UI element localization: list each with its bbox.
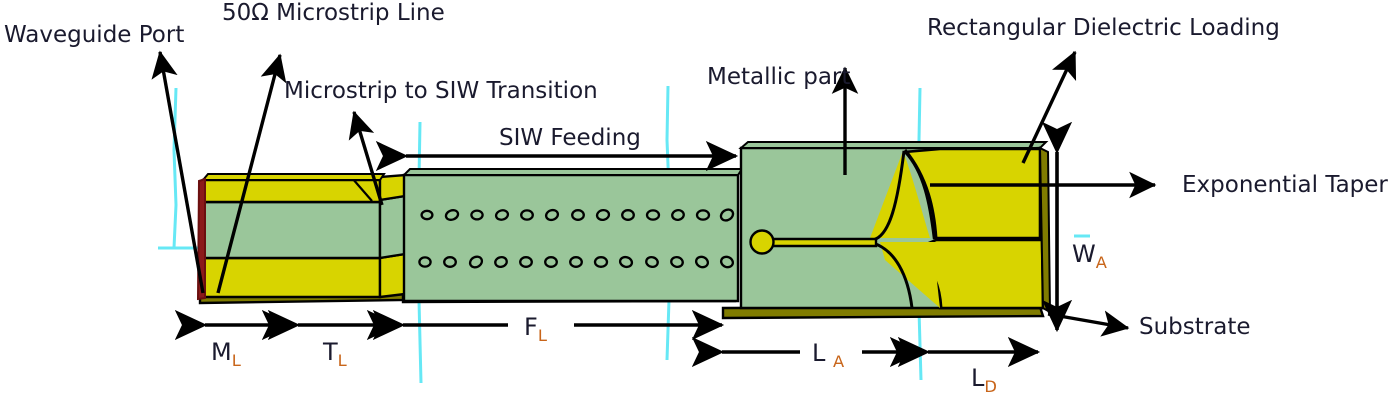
siw-via-holes [418, 208, 735, 269]
callout-label-metallic-part: Metallic part [707, 64, 851, 90]
dim-label-ml: ML [211, 340, 241, 369]
callout-label-rectangular-dielectric: Rectangular Dielectric Loading [927, 15, 1280, 41]
dim-label-fl-base: F [524, 313, 538, 341]
callout-label-substrate: Substrate [1139, 314, 1251, 340]
dim-label-fl-sub: L [537, 325, 547, 345]
callout-label-microstrip-line: 50Ω Microstrip Line [222, 0, 445, 26]
callout-label-microstrip-to-siw: Microstrip to SIW Transition [284, 78, 598, 104]
dim-label-la-sub: A [833, 351, 845, 371]
callout-label-exponential-taper: Exponential Taper [1182, 172, 1388, 198]
dim-label-ld-sub: D [984, 376, 997, 396]
dim-label-wa-sub: A [1095, 252, 1107, 272]
dim-label-tl-base: T [323, 338, 338, 366]
dim-label-tl-sub: L [337, 350, 347, 370]
dim-label-fl: FL [524, 315, 547, 344]
callout-arrows [151, 50, 1157, 337]
arrow-substrate [1047, 310, 1130, 337]
via-row-bottom [418, 255, 735, 269]
siw-feeding-block [401, 168, 744, 303]
callout-label-siw-feeding: SIW Feeding [499, 125, 641, 151]
dim-label-wa: WA [1072, 242, 1107, 271]
dim-label-ml-sub: L [231, 350, 241, 370]
microstrip-transition-block [198, 173, 407, 299]
dim-label-ml-base: M [211, 338, 232, 366]
dim-label-wa-base: W [1072, 240, 1096, 268]
dim-label-ld-base: L [971, 364, 985, 392]
arrow-microstrip-to-siw [348, 110, 384, 206]
dim-label-ld: LD [971, 366, 997, 395]
arrow-waveguide-port [151, 50, 205, 294]
dimension-lines [174, 121, 1073, 368]
dim-label-la-base: L [812, 339, 826, 367]
dim-label-la: L A [812, 341, 844, 370]
arrow-microstrip-line [216, 53, 287, 294]
callout-label-waveguide-port: Waveguide Port [4, 22, 185, 48]
via-row-top [420, 208, 735, 222]
dim-label-tl: TL [323, 340, 347, 369]
arrow-rectangular-dielectric [1021, 50, 1077, 164]
taper-dielectric-block [738, 141, 1052, 314]
